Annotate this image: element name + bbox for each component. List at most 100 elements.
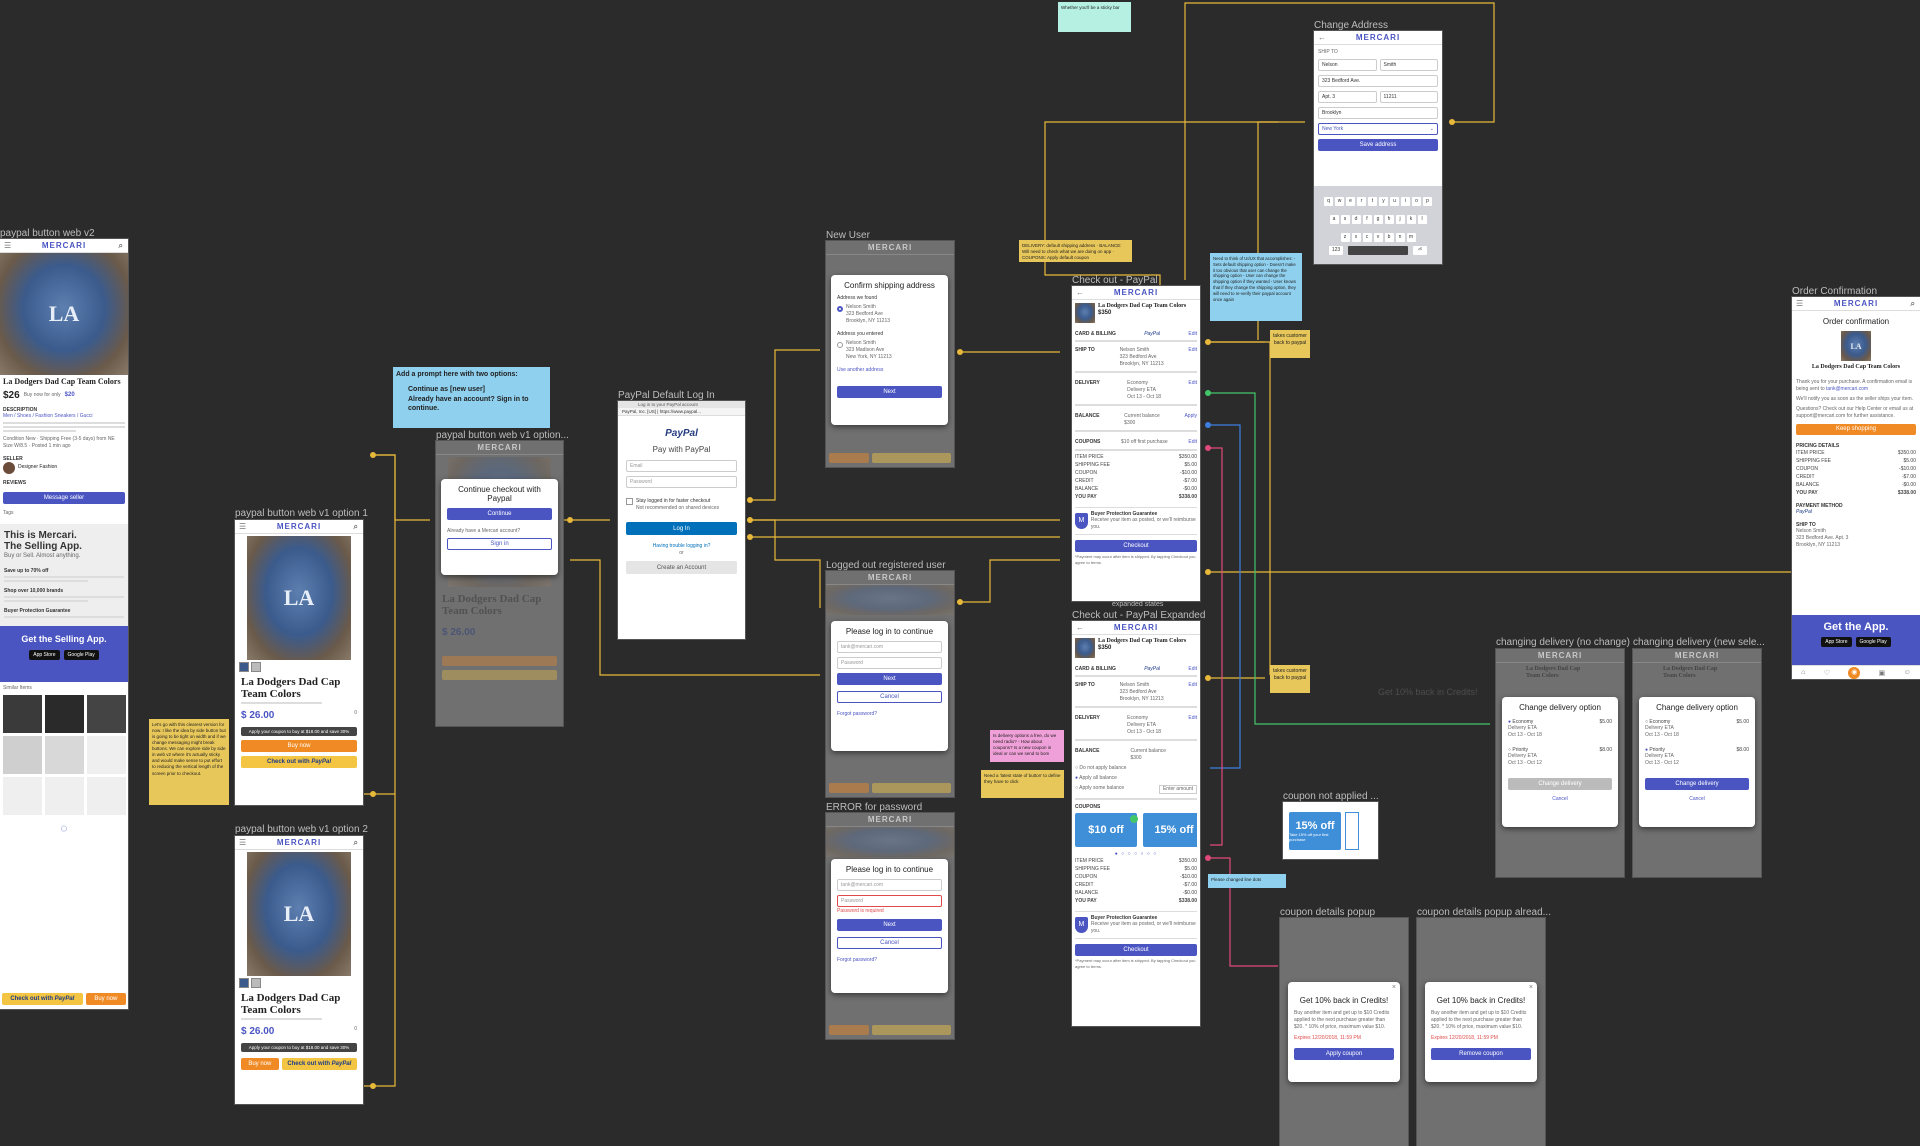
keyboard-key[interactable]: i xyxy=(1401,197,1410,206)
coupon-card-selected[interactable]: $10 off xyxy=(1075,813,1137,847)
similar-item[interactable] xyxy=(45,695,84,734)
keyboard-key[interactable]: q xyxy=(1324,197,1333,206)
keyboard-key[interactable]: d xyxy=(1351,215,1361,224)
similar-item[interactable] xyxy=(45,736,84,775)
menu-icon[interactable]: ☰ xyxy=(239,838,248,847)
radio-found[interactable] xyxy=(837,306,843,312)
home-icon[interactable]: ⌂ xyxy=(1801,669,1806,676)
keyboard-key[interactable]: p xyxy=(1423,197,1432,206)
coupon-card[interactable]: 15% off xyxy=(1143,813,1197,847)
google-play-badge[interactable]: Google Play xyxy=(1855,637,1891,647)
cancel-button[interactable]: Cancel xyxy=(837,691,942,703)
use-another-link[interactable]: Use another address xyxy=(837,367,884,373)
seller-name[interactable]: Designer Fashion xyxy=(18,464,58,471)
keyboard-key[interactable]: o xyxy=(1412,197,1421,206)
app-store-badge[interactable]: App Store xyxy=(29,650,60,661)
similar-item[interactable] xyxy=(3,736,42,775)
keyboard-key[interactable]: s xyxy=(1340,215,1350,224)
checkout-button[interactable]: Checkout xyxy=(1075,540,1197,552)
coupon-pager[interactable]: ● ○ ○ ○ ○ ○ ○ xyxy=(1114,851,1158,857)
keyboard-key[interactable]: c xyxy=(1362,233,1372,242)
similar-item[interactable] xyxy=(87,736,126,775)
search-icon[interactable]: ⌕ xyxy=(353,521,359,531)
search-icon[interactable]: ⌕ xyxy=(1910,298,1916,308)
back-arrow-icon[interactable]: ← xyxy=(1318,33,1327,42)
paypal-login-button[interactable]: Log In xyxy=(626,522,737,535)
paypal-password-input[interactable]: Password xyxy=(626,476,737,488)
keyboard-key[interactable]: r xyxy=(1357,197,1366,206)
camera-icon[interactable]: ◉ xyxy=(1848,666,1861,679)
buy-now-button[interactable]: Buy now xyxy=(85,993,126,1005)
similar-item[interactable] xyxy=(3,695,42,734)
checkout-paypal-button[interactable]: Check out with PayPal xyxy=(2,993,83,1005)
keyboard-key[interactable]: u xyxy=(1390,197,1399,206)
apt-input[interactable]: Apt. 3 xyxy=(1318,91,1377,103)
cancel-button[interactable]: Cancel xyxy=(837,937,942,949)
password-input[interactable]: Password xyxy=(837,895,942,907)
next-button[interactable]: Next xyxy=(837,673,942,685)
edit-delivery-link[interactable]: Edit xyxy=(1188,380,1197,386)
checkout-paypal-button[interactable]: Check out with PayPal xyxy=(281,1058,357,1071)
google-play-badge[interactable]: Google Play xyxy=(63,650,99,661)
keyboard-key[interactable]: l xyxy=(1417,215,1427,224)
search-icon[interactable]: ⌕ xyxy=(353,837,359,847)
keyboard-key[interactable]: m xyxy=(1406,233,1416,242)
apply-balance-link[interactable]: Apply xyxy=(1184,413,1197,419)
first-name-input[interactable]: Nelson xyxy=(1318,59,1377,71)
paypal-email-input[interactable]: Email xyxy=(626,460,737,472)
keyboard-key[interactable]: z xyxy=(1340,233,1350,242)
product-image[interactable]: LA xyxy=(247,536,351,660)
similar-item[interactable] xyxy=(45,777,84,816)
bag-icon[interactable]: ▣ xyxy=(1878,669,1886,677)
edit-ship-link[interactable]: Edit xyxy=(1188,347,1197,353)
keyboard-key[interactable]: x xyxy=(1351,233,1361,242)
menu-icon[interactable]: ☰ xyxy=(1796,299,1805,308)
email-input[interactable]: tank@mercari.com xyxy=(837,641,942,653)
avatar[interactable] xyxy=(3,461,15,474)
coupon-promo-bar[interactable]: Apply your coupon to buy at $18.00 and s… xyxy=(241,1043,357,1053)
back-arrow-icon[interactable]: ← xyxy=(1076,623,1085,632)
save-address-button[interactable]: Save address xyxy=(1318,139,1438,151)
next-button[interactable]: Next xyxy=(837,386,942,398)
keyboard-key[interactable]: v xyxy=(1373,233,1383,242)
menu-icon[interactable]: ☰ xyxy=(239,522,248,531)
keyboard-key[interactable]: n xyxy=(1395,233,1405,242)
zip-input[interactable]: 11211 xyxy=(1379,91,1438,103)
keep-shopping-button[interactable]: Keep shopping xyxy=(1796,423,1916,435)
message-seller-button[interactable]: Message seller xyxy=(3,491,125,504)
edit-ship-link[interactable]: Edit xyxy=(1188,682,1197,688)
city-input[interactable]: Brooklyn xyxy=(1318,107,1438,119)
street-input[interactable]: 323 Bedford Ave. xyxy=(1318,75,1438,87)
balance-amount-input[interactable]: Enter amount xyxy=(1158,785,1197,794)
similar-item[interactable] xyxy=(3,777,42,816)
menu-icon[interactable]: ☰ xyxy=(4,241,13,250)
edit-card-link[interactable]: Edit xyxy=(1188,331,1197,337)
like-count[interactable]: 0 xyxy=(354,1026,357,1033)
back-arrow-icon[interactable]: ← xyxy=(1076,288,1085,297)
keyboard-key[interactable]: a xyxy=(1329,215,1339,224)
sign-in-button[interactable]: Sign in xyxy=(447,538,552,550)
continue-button[interactable]: Continue xyxy=(447,508,552,520)
next-button[interactable]: Next xyxy=(837,919,942,931)
keyboard-key[interactable]: e xyxy=(1346,197,1355,206)
buy-now-button[interactable]: Buy now xyxy=(241,1058,279,1071)
state-select[interactable]: New York⌄ xyxy=(1318,123,1438,135)
keyboard-key[interactable]: f xyxy=(1362,215,1372,224)
breadcrumb[interactable]: Men / Shoes / Fashion Sneakers / Gucci xyxy=(3,412,93,419)
keyboard-key[interactable]: j xyxy=(1395,215,1405,224)
change-delivery-button[interactable]: Change delivery xyxy=(1645,778,1749,790)
trouble-link[interactable]: Having trouble logging in? xyxy=(652,543,711,549)
cancel-link[interactable]: Cancel xyxy=(1689,796,1705,802)
email-input[interactable]: tank@mercari.com xyxy=(837,879,942,891)
search-icon[interactable]: ⌕ xyxy=(118,240,124,250)
product-image[interactable]: LA xyxy=(247,852,351,976)
similar-item[interactable] xyxy=(87,695,126,734)
close-icon[interactable]: × xyxy=(1528,984,1533,991)
create-account-button[interactable]: Create an Account xyxy=(626,561,737,574)
keyboard-key[interactable]: b xyxy=(1384,233,1394,242)
